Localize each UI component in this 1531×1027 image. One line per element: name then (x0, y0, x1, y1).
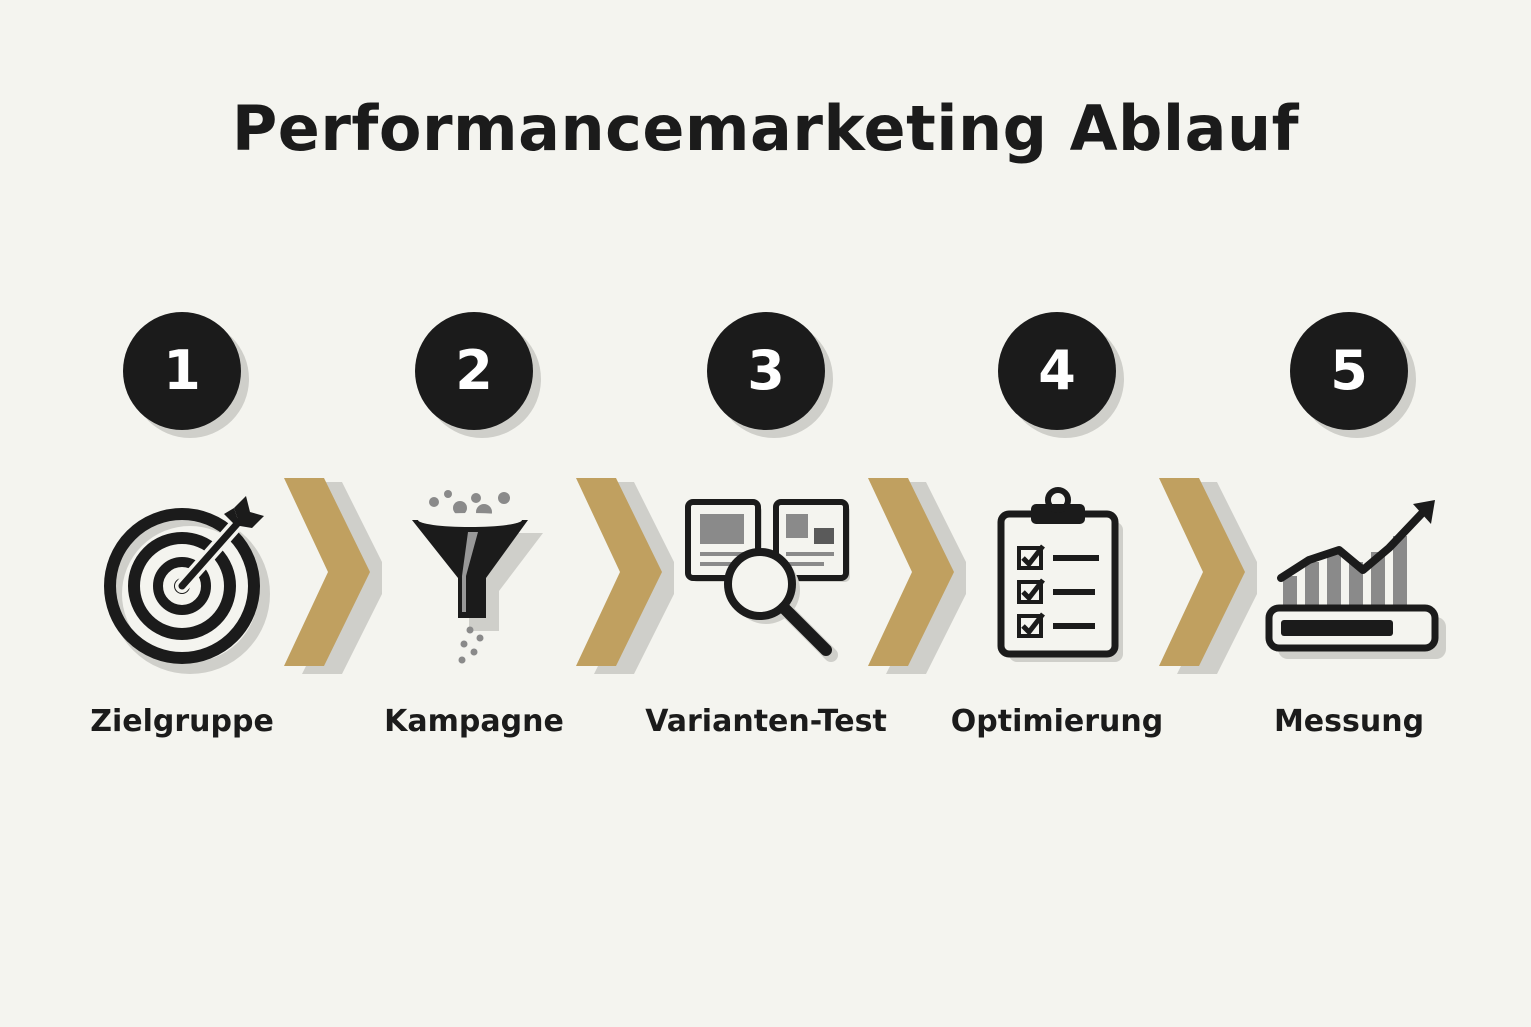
growth-chart-icon (1257, 478, 1446, 668)
page-title: Performancemarketing Ablauf (231, 92, 1300, 165)
arrow-chevron-icon (574, 478, 682, 678)
step-number-badge: 5 (1290, 312, 1408, 430)
step-number-badge: 1 (123, 312, 241, 430)
step-label: Optimierung (950, 704, 1164, 739)
step-4: 4 Optimierung (907, 0, 1207, 1027)
step-number-badge: 2 (415, 312, 533, 430)
step-2: 2 Kampagne (324, 0, 624, 1027)
step-label: Varianten-Test (645, 704, 887, 739)
target-icon (94, 478, 274, 674)
ab-test-magnifier-icon (676, 478, 856, 668)
step-number-badge: 4 (998, 312, 1116, 430)
step-number-badge: 3 (707, 312, 825, 430)
clipboard-checklist-icon (969, 478, 1149, 668)
step-label: Kampagne (384, 704, 564, 739)
arrow-chevron-icon (866, 478, 974, 678)
step-1: 1 Zielgruppe (32, 0, 332, 1027)
step-label: Messung (1273, 704, 1425, 739)
funnel-icon (386, 478, 566, 668)
arrow-chevron-icon (282, 478, 390, 678)
step-label: Zielgruppe (90, 704, 274, 739)
step-5: 5 Messung (1199, 0, 1499, 1027)
arrow-chevron-icon (1157, 478, 1265, 678)
step-3: 3 Varianten-Test (616, 0, 916, 1027)
